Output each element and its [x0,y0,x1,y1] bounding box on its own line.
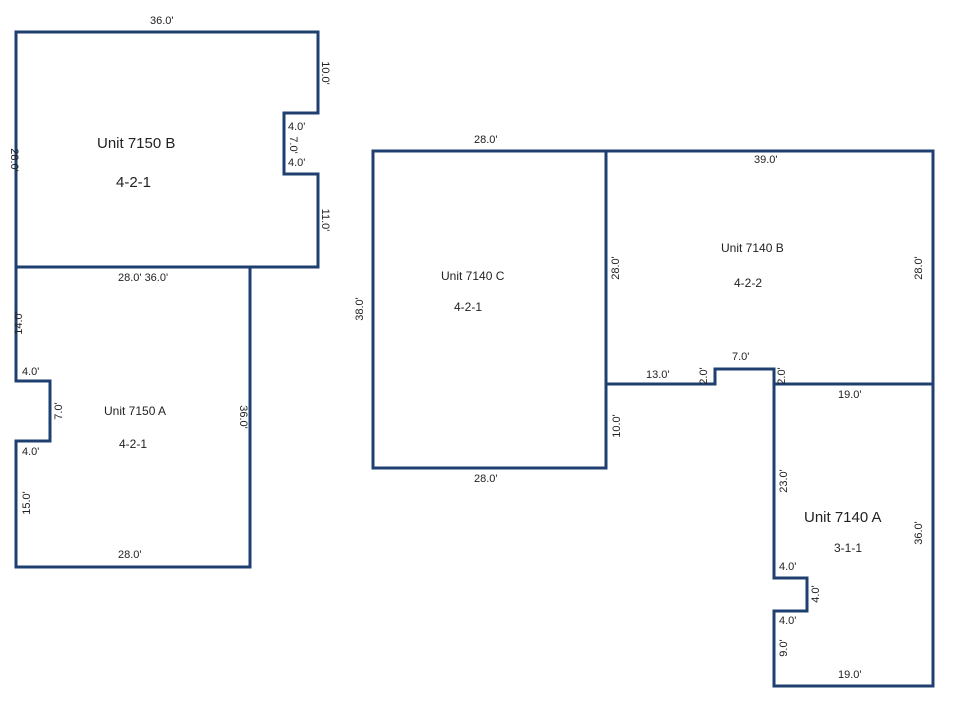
dim-label: 4.0' [779,561,796,573]
unit-7140a-outline [772,382,935,688]
unit-7140c-name: Unit 7140 C [441,269,505,283]
unit-7150b-code: 4-2-1 [116,174,151,191]
dim-label: 28.0' 36.0' [118,272,168,284]
dim-label: 4.0' [779,615,796,627]
dim-label: 28.0' [474,134,498,146]
unit-7140c: Unit 7140 C 4-2-1 [371,149,608,470]
unit-7140c-outline [371,149,608,470]
dim-label: 4.0' [288,157,305,169]
dim-label: 4.0' [22,366,39,378]
dim-label: 36.0' [150,15,174,27]
dim-label: 38.0' [354,297,366,321]
dim-label: 15.0' [21,491,33,515]
dim-label: 10.0' [611,414,623,438]
dim-label: 7.0' [732,351,749,363]
unit-7140a: Unit 7140 A 3-1-1 [772,382,935,688]
dim-label: 28.0' [913,256,925,280]
dim-label: 14.0' [13,311,25,335]
dim-label: 19.0' [838,669,862,681]
unit-7140a-name: Unit 7140 A [804,509,882,526]
dim-label: 4.0' [288,121,305,133]
dim-label: 28.0' [610,256,622,280]
unit-7150b: Unit 7150 B 4-2-1 [14,30,320,269]
dim-label: 28.0' [8,148,20,172]
dim-label: 7.0' [287,136,299,153]
dim-label: 36.0' [237,405,249,429]
unit-7140b: Unit 7140 B 4-2-2 [606,149,935,386]
unit-7150a: Unit 7150 A 4-2-1 [14,265,252,569]
dim-label: 36.0' [913,521,925,545]
unit-7140a-code: 3-1-1 [834,541,862,555]
dim-label: 7.0' [53,402,65,419]
unit-7140b-name: Unit 7140 B [721,241,784,255]
dim-label: 2.0' [776,367,788,384]
unit-7140c-code: 4-2-1 [454,300,482,314]
dim-label: 19.0' [838,389,862,401]
dim-label: 4.0' [22,446,39,458]
dim-label: 2.0' [698,367,710,384]
unit-7150a-name: Unit 7150 A [104,404,166,418]
dim-label: 13.0' [646,369,670,381]
unit-7150b-name: Unit 7150 B [97,135,175,152]
dim-label: 9.0' [778,639,790,656]
dim-label: 4.0' [810,585,822,602]
dim-label: 23.0' [778,469,790,493]
dim-label: 28.0' [118,549,142,561]
unit-7140b-outline [606,149,935,386]
dim-label: 11.0' [319,209,331,232]
dim-label: 28.0' [474,473,498,485]
unit-7140b-code: 4-2-2 [734,276,762,290]
unit-7150a-outline [14,265,252,569]
dim-label: 10.0' [319,61,331,85]
unit-7150a-code: 4-2-1 [119,437,147,451]
dim-label: 39.0' [754,154,778,166]
